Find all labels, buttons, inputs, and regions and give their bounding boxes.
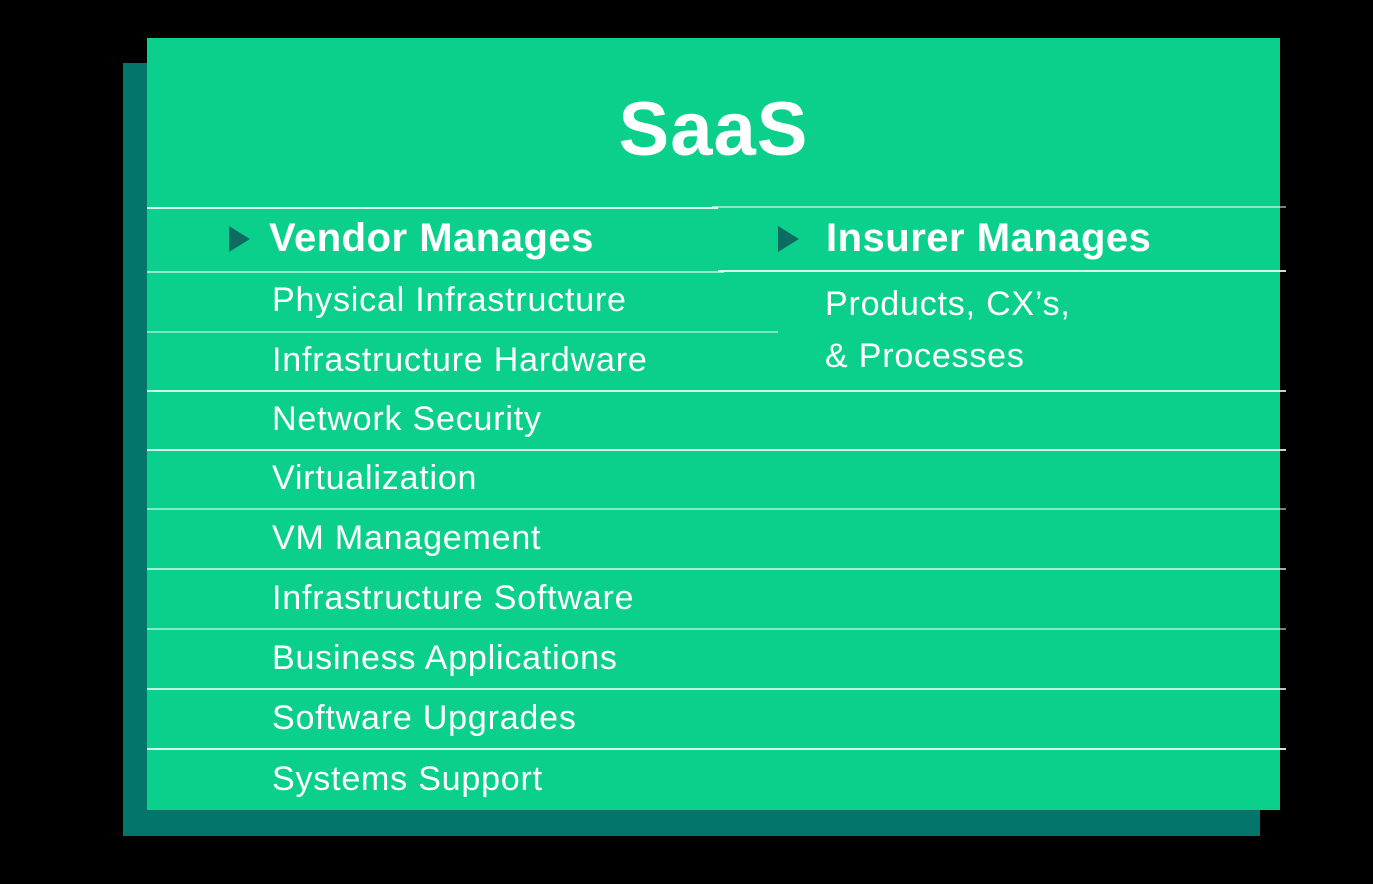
row-divider-line xyxy=(147,331,778,333)
vendor-item-label: Systems Support xyxy=(272,759,543,798)
vendor-item-label: Software Upgrades xyxy=(272,698,577,737)
vendor-item-label: Network Security xyxy=(272,400,542,438)
insurer-header-row: Insurer Manages xyxy=(731,207,1280,270)
saas-card: SaaS Vendor Manages Physical Infrastruct… xyxy=(147,38,1286,810)
row-divider-line xyxy=(147,688,1286,690)
insurer-item-cell: Products, CX’s, & Processes xyxy=(731,270,1280,390)
insurer-header-label: Insurer Manages xyxy=(826,216,1152,260)
row-divider-line xyxy=(718,270,1286,272)
vendor-header-label: Vendor Manages xyxy=(269,216,594,260)
vendor-item-label: Business Applications xyxy=(272,638,618,677)
row-divider-line xyxy=(147,449,1286,451)
insurer-item-line: & Processes xyxy=(825,337,1025,375)
vendor-item-row: Software Upgrades xyxy=(147,688,722,748)
vendor-item-label: Physical Infrastructure xyxy=(272,281,627,319)
vendor-item-label: Infrastructure Hardware xyxy=(272,341,648,379)
vendor-item-row: Virtualization xyxy=(147,449,722,508)
title-area: SaaS xyxy=(147,38,1280,207)
vendor-item-row: Infrastructure Software xyxy=(147,568,722,628)
row-divider-line xyxy=(147,207,718,209)
vendor-header-row: Vendor Manages xyxy=(147,207,722,270)
vendor-item-row: Physical Infrastructure xyxy=(147,270,722,331)
row-divider-line xyxy=(147,271,724,273)
vendor-item-label: Virtualization xyxy=(272,459,478,497)
vendor-item-row: Business Applications xyxy=(147,628,722,688)
triangle-right-icon xyxy=(229,225,250,252)
row-divider-line xyxy=(147,508,1286,510)
vendor-item-row: Systems Support xyxy=(147,748,722,810)
row-divider-line xyxy=(147,568,1286,570)
diagram-title: SaaS xyxy=(618,87,809,172)
row-divider-line xyxy=(147,748,1286,750)
vendor-item-row: Network Security xyxy=(147,390,722,449)
row-divider-line xyxy=(712,206,1286,208)
vendor-item-row: VM Management xyxy=(147,508,722,568)
vendor-item-row: Infrastructure Hardware xyxy=(147,331,722,390)
row-divider-line xyxy=(147,628,1286,630)
vendor-item-label: Infrastructure Software xyxy=(272,578,635,617)
triangle-right-icon xyxy=(778,225,799,252)
insurer-item-line: Products, CX’s, xyxy=(825,285,1071,323)
vendor-item-label: VM Management xyxy=(272,518,542,557)
row-divider-line xyxy=(147,390,1286,392)
